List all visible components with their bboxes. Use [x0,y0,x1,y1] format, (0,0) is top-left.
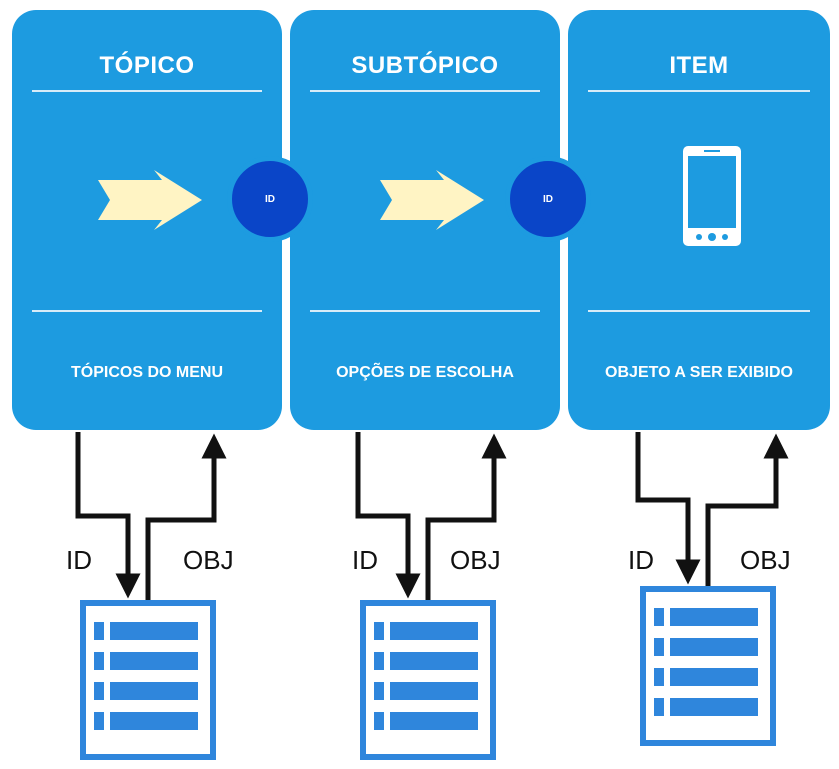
divider [32,90,262,92]
id-label: ID [66,545,92,575]
subtopic-card-description: OPÇÕES DE ESCOLHA [336,364,514,381]
divider [588,310,810,312]
item-card-description: OBJETO A SER EXIBIDO [605,364,793,381]
obj-label: OBJ [450,545,501,575]
obj-label: OBJ [740,545,791,575]
id-connector: ID [505,156,591,242]
forward-arrow-icon [98,170,202,230]
divider [32,310,262,312]
obj-label: OBJ [183,545,234,575]
id-label: ID [628,545,654,575]
divider [310,310,540,312]
topic-card-title: TÓPICO [99,52,195,79]
forward-arrow-icon [380,170,484,230]
table-icon [640,586,776,746]
divider [310,90,540,92]
table-icon [360,600,496,760]
smartphone-icon [683,146,741,246]
table-icon [80,600,216,760]
divider [588,90,810,92]
id-label: ID [352,545,378,575]
id-connector: ID [227,156,313,242]
topic-card-description: TÓPICOS DO MENU [70,364,223,381]
subtopic-card-title: SUBTÓPICO [351,52,499,79]
item-card-title: ITEM [669,52,729,79]
